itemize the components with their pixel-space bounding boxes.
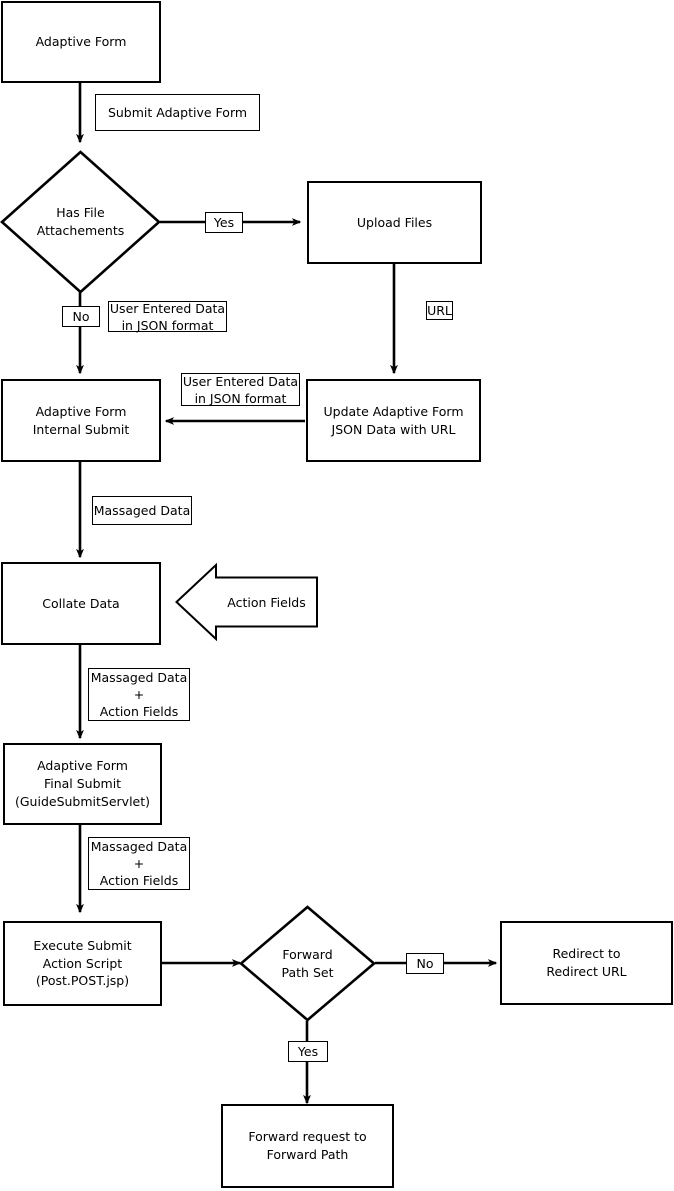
node-collate-data[interactable]: Collate Data <box>1 562 161 645</box>
node-update-adaptive-form-json[interactable]: Update Adaptive Form JSON Data with URL <box>306 379 481 462</box>
node-adaptive-form-final-submit[interactable]: Adaptive Form Final Submit (GuideSubmitS… <box>3 743 162 825</box>
edge-label-submit-adaptive-form-text: Submit Adaptive Form <box>107 105 248 120</box>
node-adaptive-form-label: Adaptive Form <box>35 34 127 50</box>
edge-label-yes-forward-path: Yes <box>288 1041 328 1062</box>
node-update-adaptive-form-json-label: Update Adaptive Form JSON Data with URL <box>323 403 464 437</box>
node-upload-files-label: Upload Files <box>356 214 433 230</box>
decision-forward-path-set[interactable]: Forward Path Set <box>239 905 376 1022</box>
edge-label-massaged-data-text: Massaged Data <box>93 503 191 518</box>
decision-has-file-attachments-label: Has File Attachements <box>36 205 125 238</box>
edge-label-massaged-plus-action-1-text: Massaged Data + Action Fields <box>90 670 188 719</box>
edge-label-url: URL <box>426 301 453 320</box>
node-redirect-to-redirect-url[interactable]: Redirect to Redirect URL <box>500 921 673 1005</box>
node-execute-submit-action-script-label: Execute Submit Action Script (Post.POST.… <box>33 937 132 989</box>
node-execute-submit-action-script[interactable]: Execute Submit Action Script (Post.POST.… <box>3 921 162 1006</box>
edge-label-massaged-plus-action-2: Massaged Data + Action Fields <box>88 837 190 890</box>
node-action-fields-shape <box>175 563 318 641</box>
node-adaptive-form[interactable]: Adaptive Form <box>1 1 161 83</box>
edge-label-massaged-data: Massaged Data <box>92 496 192 525</box>
edge-label-user-entered-data-right-text: User Entered Data in JSON format <box>182 373 299 406</box>
edge-label-yes-attachments: Yes <box>205 212 243 233</box>
edge-label-no-attachments: No <box>62 306 100 327</box>
edge-label-yes-forward-path-text: Yes <box>297 1044 319 1059</box>
node-forward-request-to-forward-path[interactable]: Forward request to Forward Path <box>221 1104 394 1188</box>
node-action-fields-label: Action Fields <box>227 594 306 610</box>
edge-label-url-text: URL <box>427 303 452 318</box>
node-adaptive-form-internal-submit[interactable]: Adaptive Form Internal Submit <box>1 379 161 462</box>
node-adaptive-form-final-submit-label: Adaptive Form Final Submit (GuideSubmitS… <box>14 758 151 809</box>
node-upload-files[interactable]: Upload Files <box>307 181 482 264</box>
node-adaptive-form-internal-submit-label: Adaptive Form Internal Submit <box>32 403 130 437</box>
edge-label-no-attachments-text: No <box>72 309 90 324</box>
decision-has-file-attachments[interactable]: Has File Attachements <box>0 150 161 294</box>
edge-label-user-entered-data-right: User Entered Data in JSON format <box>181 373 300 406</box>
edge-label-user-entered-data-left-text: User Entered Data in JSON format <box>109 300 226 333</box>
edge-label-no-forward-path: No <box>406 953 444 974</box>
edge-label-massaged-plus-action-2-text: Massaged Data + Action Fields <box>90 839 188 888</box>
node-collate-data-label: Collate Data <box>42 595 120 611</box>
edge-label-user-entered-data-left: User Entered Data in JSON format <box>108 300 227 333</box>
edge-label-yes-attachments-text: Yes <box>213 215 235 230</box>
decision-forward-path-set-label: Forward Path Set <box>281 946 334 980</box>
decision-forward-path-set-shape <box>239 905 376 1022</box>
node-action-fields[interactable]: Action Fields <box>175 563 318 641</box>
edge-label-no-forward-path-text: No <box>416 956 434 971</box>
node-forward-request-to-forward-path-label: Forward request to Forward Path <box>248 1129 367 1162</box>
edge-label-submit-adaptive-form: Submit Adaptive Form <box>95 94 260 131</box>
edge-label-massaged-plus-action-1: Massaged Data + Action Fields <box>88 668 190 721</box>
node-redirect-to-redirect-url-label: Redirect to Redirect URL <box>546 946 627 979</box>
